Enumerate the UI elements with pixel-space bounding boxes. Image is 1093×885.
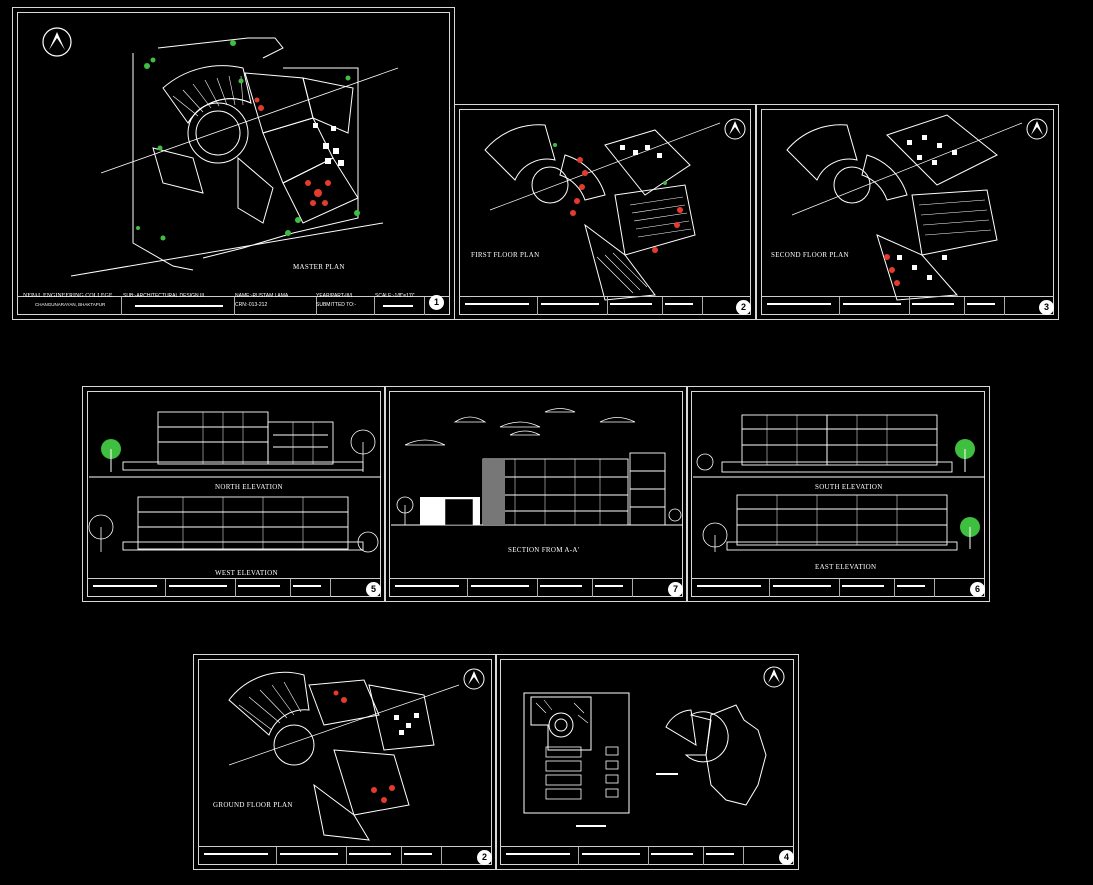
sheet-south-east-elevation[interactable]: SOUTH ELEVATION EAST ELEVATION 6 xyxy=(686,386,990,602)
site-roof-drawing xyxy=(523,666,785,827)
title-bar xyxy=(169,585,227,587)
title-bar xyxy=(293,585,321,587)
title-bar xyxy=(595,585,623,587)
south-elevation-title: SOUTH ELEVATION xyxy=(815,483,883,491)
title-bar xyxy=(93,585,157,587)
sheet-section-aa[interactable]: SECTION FROM A-A' 7 xyxy=(384,386,688,602)
ground-floor-drawing xyxy=(228,668,485,841)
title-bar xyxy=(697,585,761,587)
sheet-number-badge: 5 xyxy=(366,582,381,597)
title-bar xyxy=(541,303,599,305)
master-plan-drawing xyxy=(42,27,399,277)
sheet-border xyxy=(691,391,985,597)
college-name: NEPAL ENGINEERING COLLEGE xyxy=(23,293,113,299)
sheet-site-roof-plan[interactable]: 4 xyxy=(495,654,799,870)
sheet-number-badge: 3 xyxy=(1039,300,1054,315)
master-plan-title: MASTER PLAN xyxy=(293,263,345,271)
scale-label: SCALE:-1/8"=1'0" xyxy=(375,293,415,299)
sheet-north-west-elevation[interactable]: NORTH ELEVATION WEST ELEVATION 5 xyxy=(82,386,386,602)
subject-label: SUB:-ARCHITECTURAL DESIGN III xyxy=(123,293,205,299)
title-block xyxy=(691,578,985,597)
title-bar xyxy=(465,303,529,305)
title-bar xyxy=(471,585,529,587)
second-floor-drawing xyxy=(786,114,1048,301)
sheet-master-plan[interactable]: MASTER PLAN NEPAL ENGINEERING COLLEGE CH… xyxy=(12,7,455,320)
west-elevation-title: WEST ELEVATION xyxy=(215,569,278,577)
crn-label: CRN:-013-212 xyxy=(235,302,268,308)
first-floor-title: FIRST FLOOR PLAN xyxy=(471,251,540,259)
south-east-elevation-drawing xyxy=(693,414,985,552)
title-bar xyxy=(897,585,925,587)
sheet-number-badge: 2 xyxy=(736,300,751,315)
title-bar xyxy=(349,853,391,855)
title-bar xyxy=(404,853,432,855)
sheet-number-badge: 4 xyxy=(779,850,794,865)
title-block xyxy=(87,578,381,597)
title-bar xyxy=(582,853,640,855)
sheet-border xyxy=(17,12,450,315)
title-bar xyxy=(204,853,268,855)
title-bar xyxy=(280,853,338,855)
title-bar xyxy=(767,303,831,305)
title-block xyxy=(500,846,794,865)
title-block xyxy=(761,296,1054,315)
scale-bar xyxy=(383,305,413,307)
first-floor-drawing xyxy=(484,118,746,301)
title-bar xyxy=(540,585,582,587)
title-bar xyxy=(651,853,693,855)
section-title: SECTION FROM A-A' xyxy=(508,546,580,554)
sheet-border xyxy=(500,659,794,865)
title-bar xyxy=(843,303,901,305)
east-elevation-title: EAST ELEVATION xyxy=(815,563,877,571)
north-west-elevation-drawing xyxy=(88,411,381,553)
sheet-number-badge: 6 xyxy=(970,582,985,597)
sheet-number-badge: 1 xyxy=(429,295,444,310)
sheet-number-badge: 2 xyxy=(477,850,492,865)
title-bar xyxy=(912,303,954,305)
year-label: YEAR/PART-III/I xyxy=(316,293,353,299)
submitted-label: SUBMITTED TO:- xyxy=(316,302,357,308)
title-bar xyxy=(506,853,570,855)
title-bar xyxy=(967,303,995,305)
sheet-second-floor-plan[interactable]: SECOND FLOOR PLAN 3 xyxy=(756,104,1059,320)
title-bar xyxy=(842,585,884,587)
title-bar xyxy=(773,585,831,587)
title-bar xyxy=(238,585,280,587)
sheet-border xyxy=(87,391,381,597)
college-address: CHANGUNARAYAN, BHAKTAPUR xyxy=(35,302,106,307)
second-floor-title: SECOND FLOOR PLAN xyxy=(771,251,849,259)
title-bar xyxy=(665,303,693,305)
sheet-border xyxy=(459,109,751,315)
title-block xyxy=(17,296,450,315)
title-bar xyxy=(610,303,652,305)
title-bar xyxy=(706,853,734,855)
title-bar xyxy=(395,585,459,587)
sheet-border xyxy=(389,391,683,597)
sheet-first-floor-plan[interactable]: FIRST FLOOR PLAN 2 xyxy=(454,104,756,320)
section-drawing xyxy=(391,408,683,526)
sheet-number-badge: 7 xyxy=(668,582,683,597)
sheet-ground-floor-plan[interactable]: GROUND FLOOR PLAN 2 xyxy=(193,654,497,870)
sheet-border xyxy=(761,109,1054,315)
sheet-border xyxy=(198,659,492,865)
title-block xyxy=(389,578,683,597)
title-block xyxy=(198,846,492,865)
title-block xyxy=(459,296,751,315)
ground-floor-title: GROUND FLOOR PLAN xyxy=(213,801,293,809)
student-name: NAME:-RUSTAM LAMA xyxy=(235,293,289,299)
north-elevation-title: NORTH ELEVATION xyxy=(215,483,283,491)
subject-bar xyxy=(135,305,223,307)
